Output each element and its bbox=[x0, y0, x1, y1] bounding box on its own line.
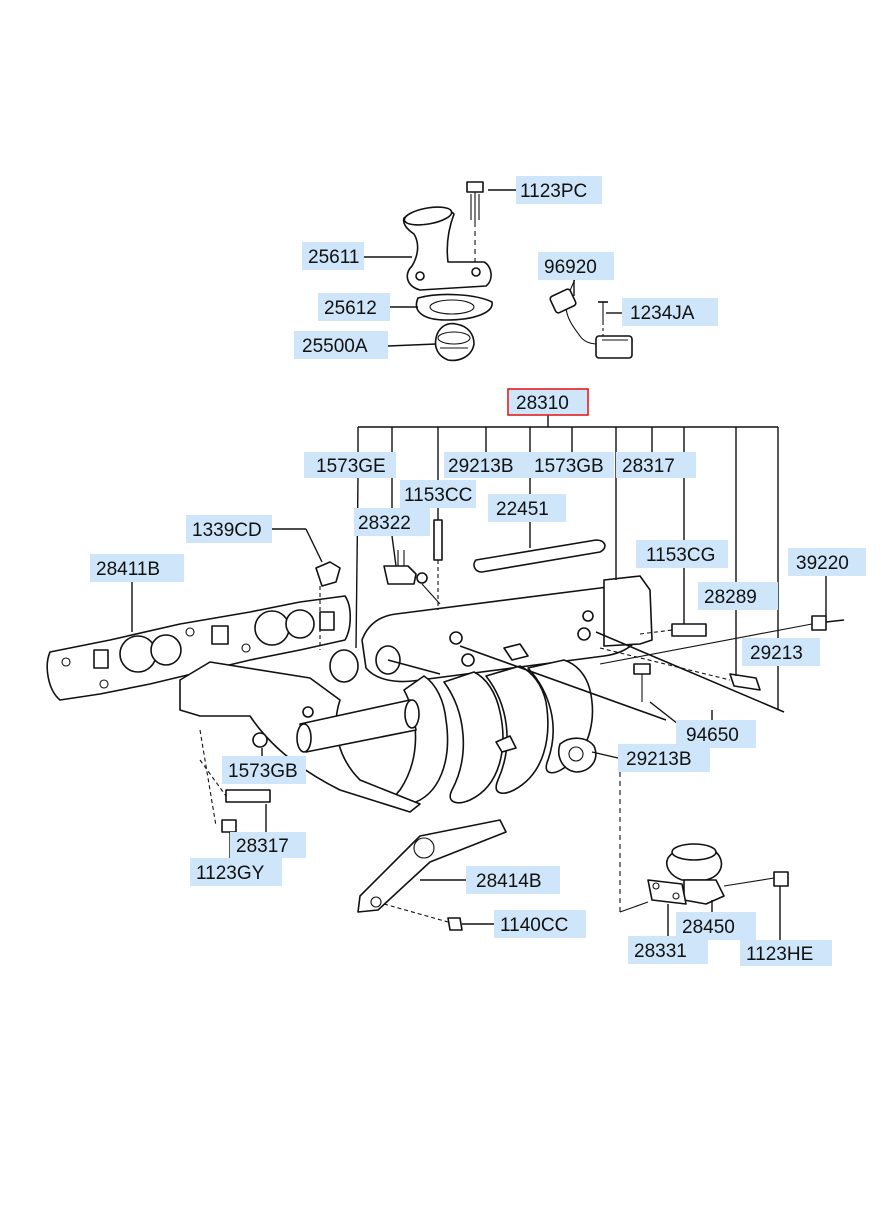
svg-text:96920: 96920 bbox=[544, 257, 597, 278]
svg-text:28414B: 28414B bbox=[476, 871, 542, 892]
svg-text:94650: 94650 bbox=[686, 725, 739, 746]
svg-text:25611: 25611 bbox=[308, 247, 359, 268]
label-1123GY[interactable]: 1123GY bbox=[190, 858, 282, 886]
thermostat-housing-drawing bbox=[402, 181, 493, 362]
egr-valve-drawing bbox=[619, 772, 789, 913]
label-28450[interactable]: 28450 bbox=[676, 912, 756, 940]
svg-text:28411B: 28411B bbox=[96, 559, 160, 580]
label-1339CD[interactable]: 1339CD bbox=[186, 515, 272, 543]
svg-text:29213B: 29213B bbox=[448, 456, 514, 477]
svg-text:1573GB: 1573GB bbox=[228, 761, 298, 782]
svg-text:28331: 28331 bbox=[634, 941, 687, 962]
label-28322[interactable]: 28322 bbox=[354, 508, 430, 536]
svg-text:22451: 22451 bbox=[496, 499, 549, 520]
svg-text:29213: 29213 bbox=[750, 643, 803, 664]
label-1234JA[interactable]: 1234JA bbox=[622, 298, 718, 326]
svg-text:28317: 28317 bbox=[236, 836, 289, 857]
svg-text:1123HE: 1123HE bbox=[746, 944, 813, 965]
label-29213[interactable]: 29213 bbox=[742, 638, 820, 666]
svg-text:1140CC: 1140CC bbox=[500, 915, 568, 936]
label-28414B[interactable]: 28414B bbox=[466, 866, 560, 894]
label-22451[interactable]: 22451 bbox=[488, 494, 566, 522]
label-1123HE[interactable]: 1123HE bbox=[740, 940, 832, 966]
svg-text:1234JA: 1234JA bbox=[630, 303, 695, 324]
label-28331[interactable]: 28331 bbox=[628, 936, 708, 964]
label-39220[interactable]: 39220 bbox=[788, 548, 866, 576]
svg-text:1153CG: 1153CG bbox=[646, 545, 715, 566]
svg-text:25612: 25612 bbox=[324, 298, 377, 319]
svg-text:1573GE: 1573GE bbox=[316, 456, 386, 477]
label-29213B-top[interactable]: 29213B bbox=[444, 452, 530, 478]
manifold-stay-drawing bbox=[357, 819, 507, 931]
intake-manifold-drawing bbox=[179, 519, 653, 833]
svg-text:1339CD: 1339CD bbox=[192, 520, 262, 541]
label-25500A[interactable]: 25500A bbox=[294, 331, 388, 359]
label-1123PC[interactable]: 1123PC bbox=[516, 176, 602, 204]
sensor-drawing bbox=[549, 275, 633, 359]
label-28317-bottom[interactable]: 28317 bbox=[230, 832, 306, 858]
svg-text:29213B: 29213B bbox=[626, 749, 692, 770]
label-1573GB-top[interactable]: 1573GB bbox=[530, 452, 614, 478]
label-28310[interactable]: 28310 bbox=[507, 388, 589, 416]
label-28411B[interactable]: 28411B bbox=[90, 554, 184, 582]
svg-text:28310: 28310 bbox=[516, 393, 569, 414]
label-1153CC[interactable]: 1153CC bbox=[400, 480, 476, 508]
svg-text:1123PC: 1123PC bbox=[520, 181, 587, 202]
svg-text:28289: 28289 bbox=[704, 587, 757, 608]
svg-text:28322: 28322 bbox=[358, 513, 411, 534]
label-28289[interactable]: 28289 bbox=[698, 582, 778, 610]
label-96920[interactable]: 96920 bbox=[538, 252, 614, 280]
svg-text:39220: 39220 bbox=[796, 553, 849, 574]
manifold-gasket-drawing bbox=[46, 595, 352, 701]
svg-text:25500A: 25500A bbox=[302, 336, 368, 357]
svg-text:1123GY: 1123GY bbox=[196, 863, 265, 884]
svg-text:1573GB: 1573GB bbox=[534, 456, 604, 477]
highlight-box bbox=[507, 388, 589, 416]
label-29213B-bottom[interactable]: 29213B bbox=[618, 744, 710, 772]
svg-text:28317: 28317 bbox=[622, 456, 675, 477]
svg-text:1153CC: 1153CC bbox=[404, 485, 472, 506]
label-1573GB-bottom[interactable]: 1573GB bbox=[222, 756, 306, 784]
plenum-gasket-drawing bbox=[473, 539, 606, 573]
svg-text:28450: 28450 bbox=[682, 917, 735, 938]
label-28317-top[interactable]: 28317 bbox=[616, 452, 696, 478]
label-1153CG[interactable]: 1153CG bbox=[636, 540, 728, 568]
right-fasteners-drawing bbox=[459, 615, 845, 721]
label-1140CC[interactable]: 1140CC bbox=[494, 910, 586, 938]
label-25612[interactable]: 25612 bbox=[318, 293, 390, 321]
label-1573GE[interactable]: 1573GE bbox=[304, 452, 396, 478]
part-labels: 1123PC 25611 96920 25612 1234JA 25500A 2… bbox=[90, 176, 866, 966]
label-25611[interactable]: 25611 bbox=[302, 242, 364, 270]
label-94650[interactable]: 94650 bbox=[676, 720, 756, 748]
